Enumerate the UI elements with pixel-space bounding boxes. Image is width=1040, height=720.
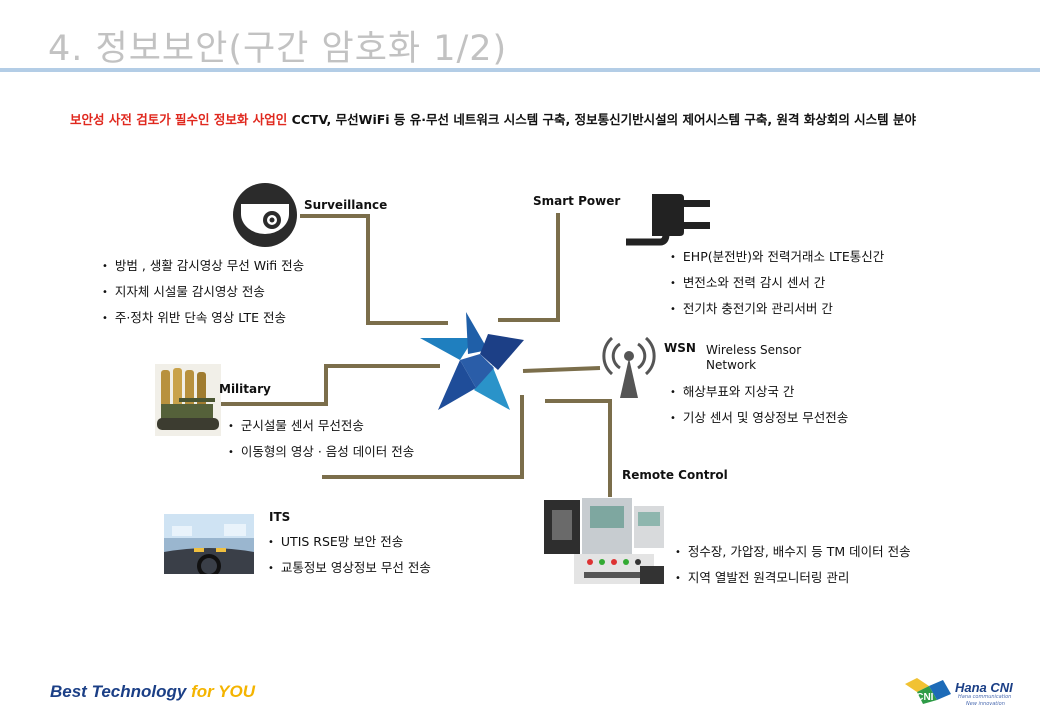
military-label: Military <box>219 382 271 396</box>
list-item: 기상 센서 및 영상정보 무선전송 <box>670 406 848 432</box>
control-panel-image <box>544 496 666 588</box>
list-item: 지자체 시설물 감시영상 전송 <box>102 280 304 306</box>
slogan-main: Best Technology <box>50 682 191 701</box>
list-item: 군시설물 센서 무선전송 <box>228 414 414 440</box>
wsn-sub1: Wireless Sensor <box>706 343 801 357</box>
line-smart-power <box>498 213 558 320</box>
list-item: 교통정보 영상정보 무선 전송 <box>268 556 431 582</box>
list-item: 정수장, 가압장, 배수지 등 TM 데이터 전송 <box>675 540 911 566</box>
list-item: 전기차 충전기와 관리서버 간 <box>670 297 884 323</box>
remote-control-list: 정수장, 가압장, 배수지 등 TM 데이터 전송 지역 열발전 원격모니터링 … <box>675 540 911 592</box>
wsn-list: 해상부표와 지상국 간 기상 센서 및 영상정보 무선전송 <box>670 380 848 432</box>
power-plug-icon <box>622 188 714 250</box>
list-item: 이동형의 영상 · 음성 데이터 전송 <box>228 440 414 466</box>
list-item: 방범 , 생활 감시영상 무선 Wifi 전송 <box>102 254 304 280</box>
its-label: ITS <box>269 510 290 524</box>
list-item: EHP(분전반)와 전력거래소 LTE통신간 <box>670 245 884 271</box>
footer-slogan: Best Technology for YOU <box>50 682 255 702</box>
surveillance-label: Surveillance <box>304 198 387 212</box>
slogan-accent: for YOU <box>191 682 255 701</box>
wsn-label: WSN <box>664 341 696 355</box>
dome-camera-icon <box>232 182 298 248</box>
smart-power-list: EHP(분전반)와 전력거래소 LTE통신간 변전소와 전력 감시 센서 간 전… <box>670 245 884 323</box>
list-item: 해상부표와 지상국 간 <box>670 380 848 406</box>
brand-tagline-1: Hana communication <box>958 694 1011 700</box>
tank-bullets-image <box>155 364 221 436</box>
line-remote <box>545 401 610 497</box>
wireless-antenna-icon <box>598 334 660 400</box>
military-list: 군시설물 센서 무선전송 이동형의 영상 · 음성 데이터 전송 <box>228 414 414 466</box>
its-list: UTIS RSE망 보안 전송 교통정보 영상정보 무선 전송 <box>268 530 431 582</box>
line-surveillance <box>300 216 448 323</box>
smart-power-label: Smart Power <box>533 194 620 208</box>
list-item: 변전소와 전력 감시 센서 간 <box>670 271 884 297</box>
central-star-logo <box>418 310 528 412</box>
list-item: 지역 열발전 원격모니터링 관리 <box>675 566 911 592</box>
list-item: UTIS RSE망 보안 전송 <box>268 530 431 556</box>
brand-tagline-2: New innovation <box>966 701 1005 707</box>
car-dashboard-image <box>164 514 254 574</box>
list-item: 주·정차 위반 단속 영상 LTE 전송 <box>102 306 304 332</box>
line-wsn <box>523 368 600 371</box>
logo-text: HCNI <box>909 692 934 703</box>
brand-name: Hana CNI <box>955 680 1013 695</box>
wsn-sub2: Network <box>706 358 756 372</box>
remote-control-label: Remote Control <box>622 468 728 482</box>
hana-cni-logo: HCNI <box>903 676 953 706</box>
surveillance-list: 방범 , 생활 감시영상 무선 Wifi 전송 지자체 시설물 감시영상 전송 … <box>102 254 304 332</box>
